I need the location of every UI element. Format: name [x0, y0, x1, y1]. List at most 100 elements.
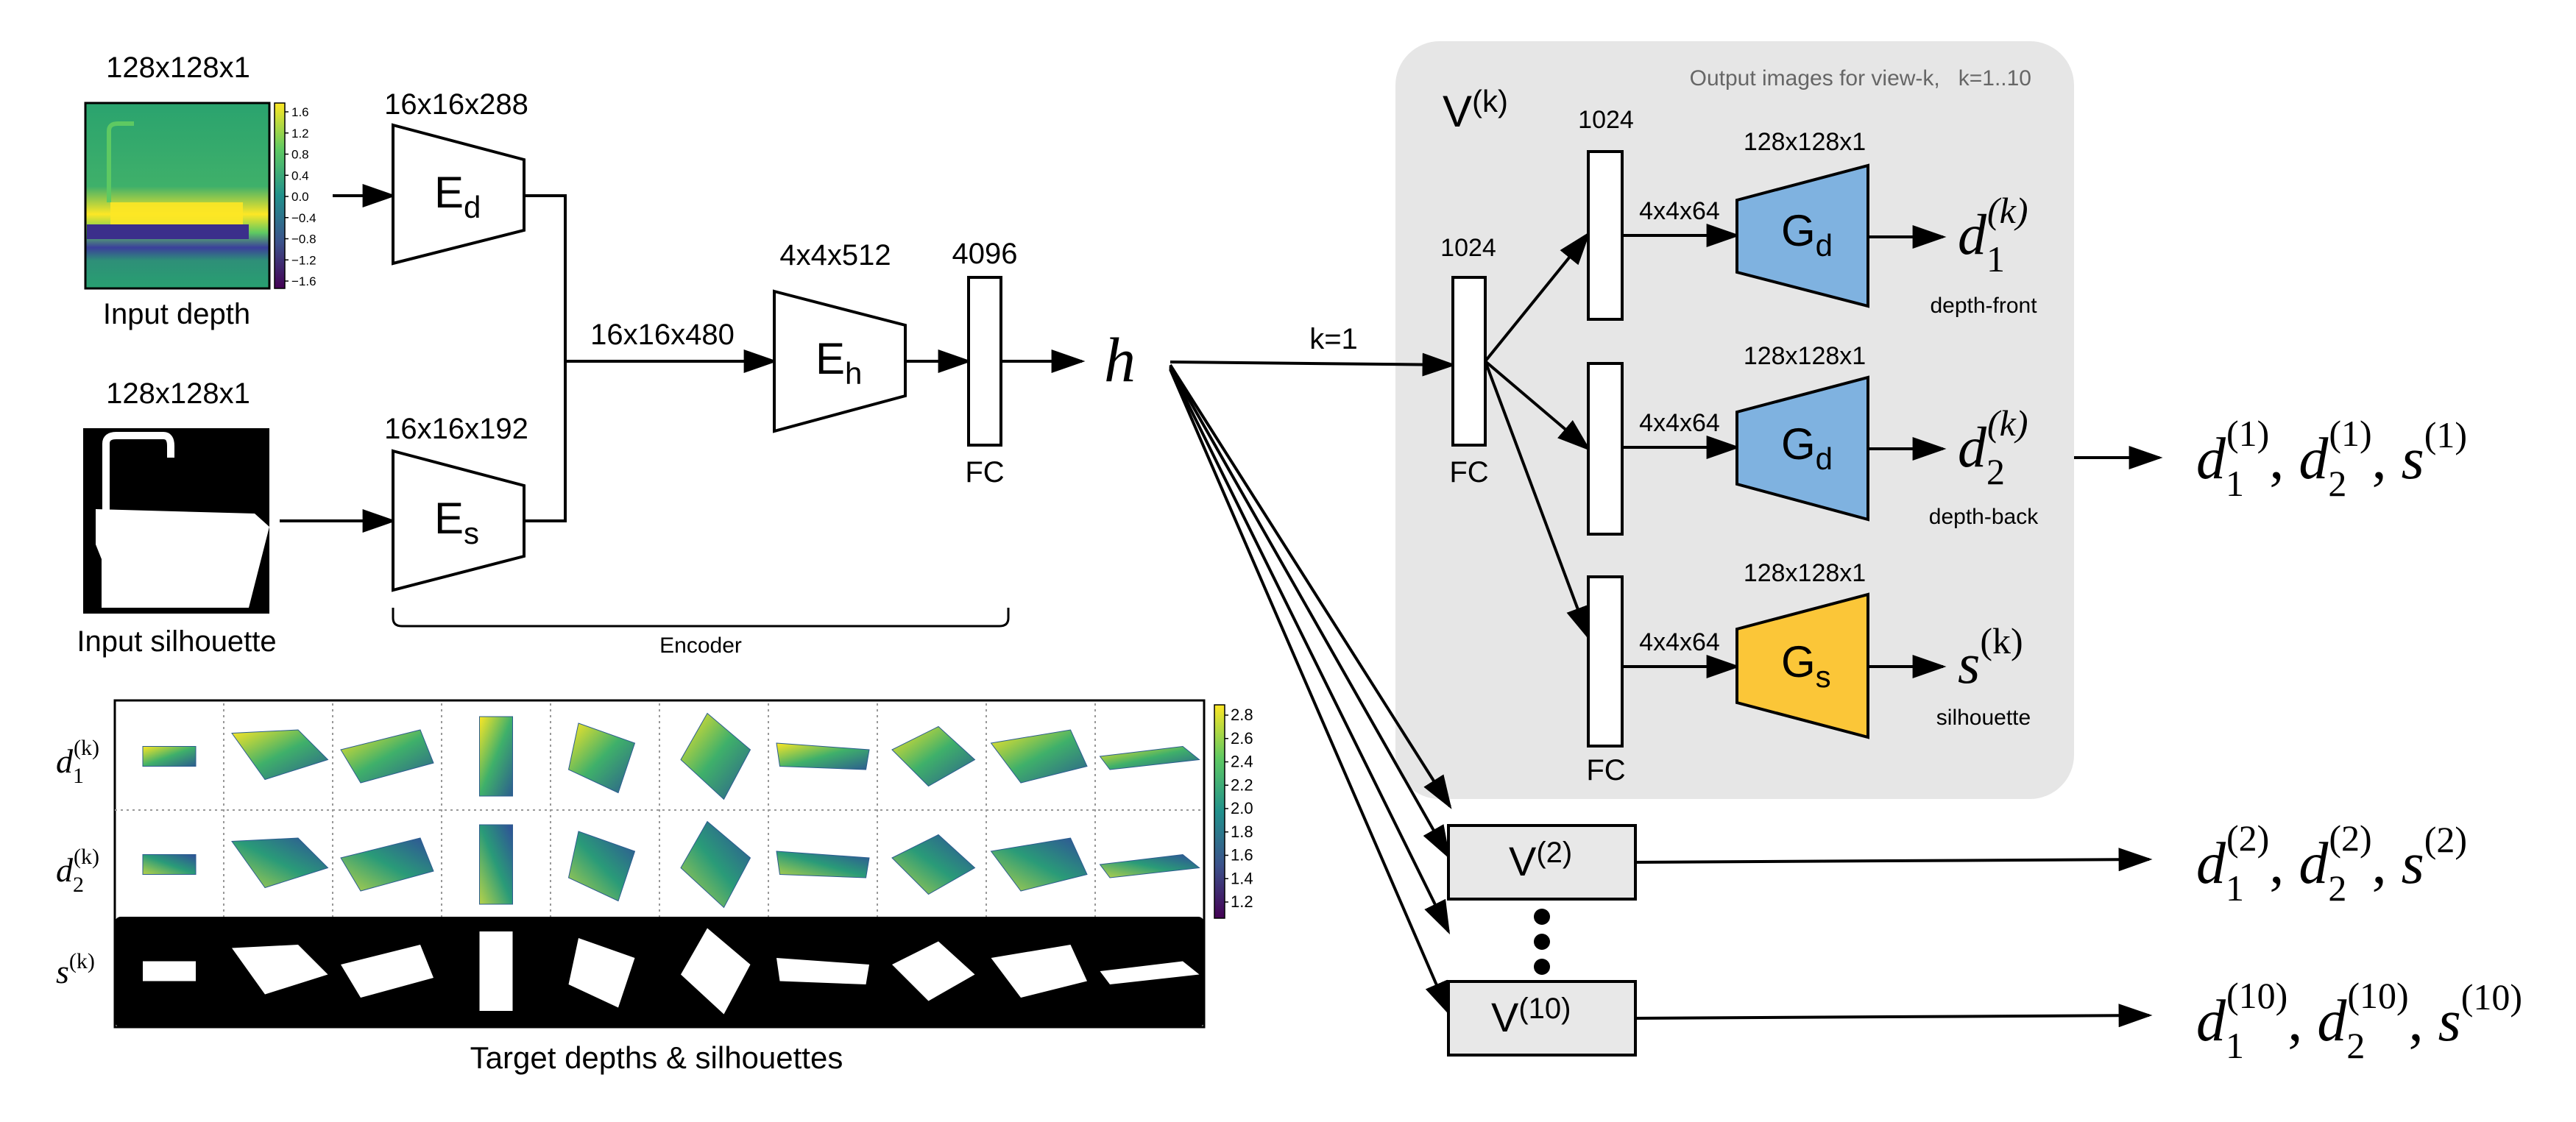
- arrow-fc-to-branch1: [1484, 231, 1590, 363]
- viewk-fc-size: 1024: [1440, 234, 1496, 262]
- target-thumbnail: [1099, 745, 1200, 770]
- branch3-caption: silhouette: [1936, 706, 2031, 730]
- branch1-output: d1(k): [1958, 190, 2028, 280]
- generator-gd-front-label: Gd: [1781, 206, 1833, 263]
- target-colorbar-ticks: 2.82.62.42.22.01.81.61.41.2: [1225, 706, 1253, 911]
- target-thumbnail: [776, 958, 869, 984]
- encoder-ed-label: Ed: [434, 168, 481, 224]
- input-depth-image: [84, 102, 271, 290]
- encoder-eh: [773, 289, 907, 433]
- branch1-caption: depth-front: [1930, 294, 2037, 318]
- target-thumbnail: [680, 820, 751, 909]
- colorbar-tick-label: 1.8: [1231, 823, 1253, 841]
- encoder-fc-layer: [967, 276, 1002, 447]
- colorbar-tick-label: 1.6: [1231, 846, 1253, 864]
- encoder-eh-label: Eh: [815, 334, 862, 391]
- output-view2: d1(2), d2(2), s(2): [2196, 817, 2467, 909]
- branch2-gen-size: 128x128x1: [1744, 342, 1866, 370]
- colorbar-tick-label: 1.2: [291, 127, 309, 141]
- generator-gs-label: Gs: [1781, 637, 1831, 694]
- view-k-title: V(k): [1443, 84, 1508, 136]
- arrow-h-to-viewk-fc: [1170, 352, 1457, 377]
- target-thumbnail: [681, 928, 751, 1015]
- encoder-ed: [392, 123, 526, 266]
- target-thumbnail: [142, 854, 197, 875]
- input-silhouette-size: 128x128x1: [106, 377, 250, 410]
- target-thumbnail: [990, 837, 1088, 892]
- merge-line-ed: [524, 194, 567, 359]
- colorbar-tick-label: 0.0: [291, 190, 309, 204]
- ellipsis-dot: [1534, 934, 1550, 950]
- target-thumbnail: [567, 722, 636, 794]
- target-thumbnail: [231, 729, 329, 781]
- target-thumbnail: [340, 729, 434, 784]
- generator-gd-front: [1735, 163, 1869, 308]
- arrow-h-to-view10: [1169, 369, 1450, 1016]
- branch-fc-bottom-label: FC: [1586, 754, 1625, 787]
- arrow-fc-to-branch2: [1484, 360, 1591, 451]
- view-k-note: Output images for view-k, k=1..10: [1690, 66, 2031, 90]
- ed-size: 16x16x288: [384, 88, 528, 121]
- target-thumbnail: [891, 834, 976, 895]
- merge-line-es: [524, 359, 567, 522]
- target-panel-caption: Target depths & silhouettes: [470, 1040, 843, 1075]
- colorbar-tick-label: 1.2: [1231, 892, 1253, 911]
- branch3-output: s(k): [1958, 620, 2023, 695]
- view10-box: [1447, 980, 1637, 1057]
- branch1-fc: [1587, 150, 1624, 321]
- view-k-panel: [1395, 41, 2074, 799]
- generator-gd-back: [1735, 375, 1869, 522]
- target-thumbnail: [479, 931, 513, 1011]
- arrow-h-to-view-dots: [1169, 367, 1451, 935]
- target-thumbnail: [776, 851, 870, 878]
- target-row-label: s(k): [56, 949, 95, 990]
- colorbar-tick-label: −1.6: [291, 274, 316, 288]
- input-silhouette-image: [83, 428, 269, 614]
- target-thumbnail: [142, 746, 197, 767]
- target-thumbnail: [143, 961, 196, 981]
- fc-size: 4096: [952, 238, 1018, 270]
- arrow-h-to-viewk-panel: [1169, 363, 1452, 809]
- colorbar-tick-label: −0.8: [291, 232, 316, 246]
- target-thumbnail: [231, 837, 329, 889]
- view2-box: [1447, 824, 1637, 901]
- encoder-es: [392, 449, 526, 592]
- target-thumbnail: [891, 725, 976, 787]
- generator-gd-back-label: Gd: [1781, 419, 1833, 476]
- input-silhouette-caption: Input silhouette: [77, 625, 276, 658]
- branch3-in-size: 4x4x64: [1639, 628, 1720, 656]
- target-thumbnail: [680, 712, 751, 800]
- branch2-in-size: 4x4x64: [1639, 409, 1720, 437]
- view2-label: V(2): [1509, 837, 1572, 884]
- output-view1: d1(1), d2(1), s(1): [2196, 413, 2467, 504]
- output-tuple: d1(2), d2(2), s(2): [2196, 817, 2467, 909]
- target-thumbnail: [341, 945, 434, 998]
- input-depth-size: 128x128x1: [106, 52, 250, 84]
- target-thumbnail: [232, 945, 328, 995]
- colorbar-tick-label: −1.2: [291, 253, 316, 267]
- colorbar-tick-label: 2.2: [1231, 775, 1253, 794]
- target-silhouette-row: [115, 917, 1204, 1027]
- view10-label: V(10): [1491, 993, 1571, 1040]
- branch3-fc: [1587, 575, 1624, 748]
- generator-gs: [1735, 592, 1869, 739]
- target-thumbnail: [479, 716, 513, 797]
- es-size: 16x16x192: [384, 413, 528, 445]
- output-tuple: d1(10), d2(10), s(10): [2196, 975, 2522, 1066]
- output-view10: d1(10), d2(10), s(10): [2196, 975, 2522, 1066]
- encoder-bracket: [392, 608, 1010, 628]
- eh-size: 4x4x512: [779, 239, 891, 271]
- branch2-output: d2(k): [1958, 402, 2028, 492]
- target-row-label: d1(k): [56, 736, 99, 788]
- branch2-caption: depth-back: [1929, 505, 2039, 529]
- concat-size: 16x16x480: [590, 319, 735, 351]
- target-thumbnails: [142, 712, 1200, 1015]
- input-depth-colorbar-ticks: 1.61.20.80.40.0−0.4−0.8−1.2−1.6: [285, 105, 316, 288]
- input-depth-colorbar: [274, 102, 286, 289]
- viewk-fc-label: FC: [1449, 456, 1488, 489]
- colorbar-tick-label: 2.8: [1231, 706, 1253, 724]
- branch3-gen-size: 128x128x1: [1744, 559, 1866, 587]
- colorbar-tick-label: 1.4: [1231, 869, 1253, 887]
- target-row-label: d2(k): [56, 845, 99, 897]
